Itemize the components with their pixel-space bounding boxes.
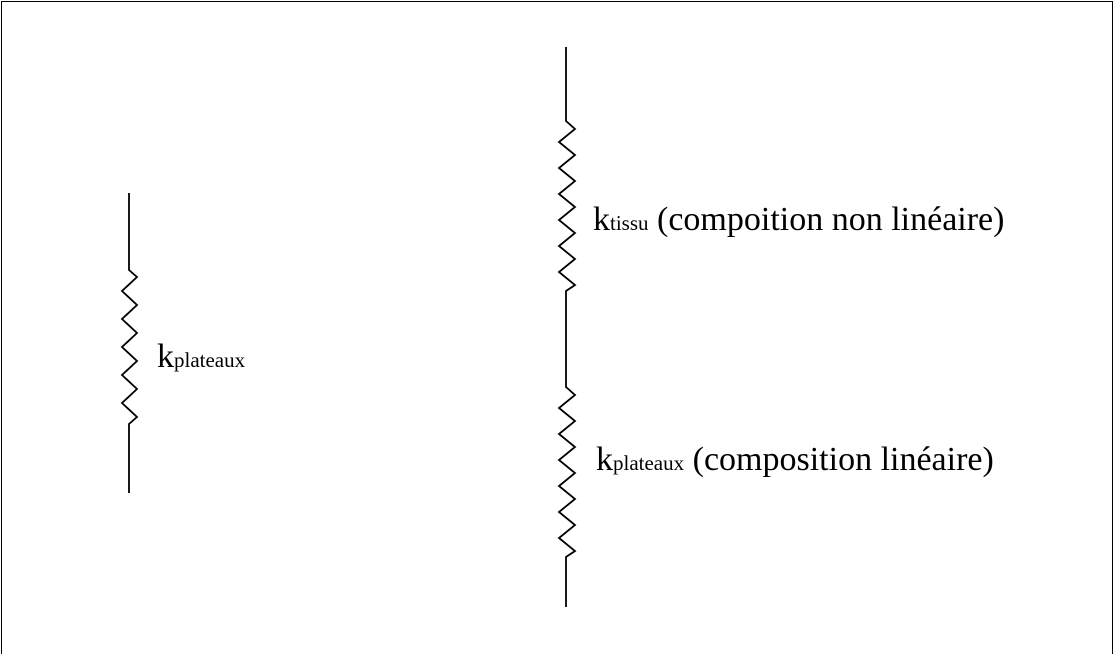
left-spring-label: kplateaux	[157, 340, 245, 374]
lower-spring-subscript: plateaux	[613, 451, 685, 475]
upper-spring-subscript: tissu	[610, 211, 649, 235]
left-spring-subscript: plateaux	[174, 348, 246, 372]
upper-spring-description: (compoition non linéaire)	[648, 201, 1005, 238]
lower-spring-description: (composition linéaire)	[684, 441, 994, 478]
lower-spring-wire	[557, 378, 577, 607]
lower-spring-label: kplateaux (composition linéaire)	[596, 443, 994, 477]
left-spring-symbol: k	[157, 338, 174, 375]
upper-spring-label: ktissu (compoition non linéaire)	[593, 203, 1004, 237]
upper-spring-symbol: k	[593, 201, 610, 238]
left-spring-wire	[120, 193, 139, 493]
lower-spring-symbol: k	[596, 441, 613, 478]
upper-spring-wire	[557, 47, 577, 378]
